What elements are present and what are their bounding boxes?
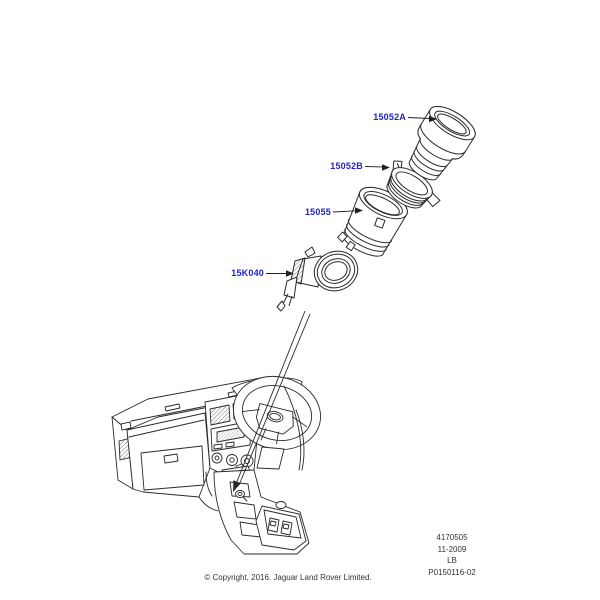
wedge-arrowhead-icon xyxy=(233,480,241,492)
callout-part-15k040[interactable]: 15K040 xyxy=(231,268,264,278)
reference-code: LB xyxy=(447,556,457,565)
part-15k040-drawing xyxy=(276,246,359,312)
leader-15k040 xyxy=(266,270,294,277)
dashboard-drawing xyxy=(111,376,322,555)
part-15052a-drawing xyxy=(408,105,476,181)
reference-plate-number: P0150116-02 xyxy=(428,567,476,577)
steering-wheel xyxy=(232,376,322,450)
leader-arrowhead-icon xyxy=(355,207,363,214)
reference-figure-number: 4170505 xyxy=(436,533,468,542)
pointer-wedge xyxy=(233,310,311,492)
callout-part-15052a[interactable]: 15052A xyxy=(373,112,406,122)
leader-15052b xyxy=(364,164,390,171)
copyright-notice: © Copyright, 2016. Jaguar Land Rover Lim… xyxy=(204,573,372,582)
part-15052b-drawing xyxy=(386,160,441,209)
leader-15052a xyxy=(407,115,437,123)
socket-location-marker xyxy=(235,490,248,502)
callout-part-15055[interactable]: 15055 xyxy=(304,207,331,217)
leader-15055 xyxy=(332,207,363,214)
callout-part-15052b[interactable]: 15052B xyxy=(330,161,363,171)
center-console xyxy=(205,469,310,555)
leader-arrowhead-icon xyxy=(382,164,390,171)
reference-date: 11-2009 xyxy=(437,544,467,554)
leader-arrowhead-icon xyxy=(286,270,294,277)
part-15055-drawing xyxy=(337,186,408,257)
glovebox xyxy=(126,412,219,512)
reference-block: 4170505 11-2009 LB P0150116-02 xyxy=(396,532,508,578)
leader-arrowhead-icon xyxy=(429,115,437,123)
steering-column xyxy=(256,385,305,471)
